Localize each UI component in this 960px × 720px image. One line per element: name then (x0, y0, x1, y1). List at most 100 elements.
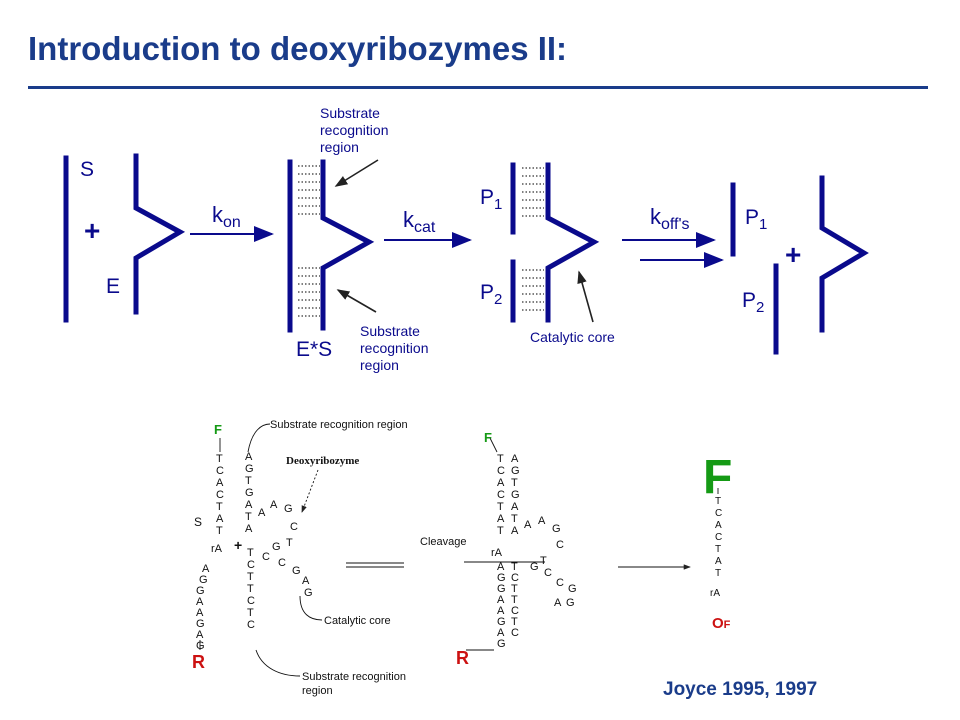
enzyme-nucleotide: G (245, 463, 254, 475)
loop-nucleotide: C (290, 521, 298, 533)
enzyme-nucleotide: C (511, 572, 519, 584)
loop-nucleotide: G (304, 587, 313, 599)
enzyme-nucleotide: C (511, 627, 519, 639)
enzyme-nucleotide: A (245, 451, 253, 463)
product-nucleotide: T (715, 496, 721, 507)
callout-bottom-line1: Substrate (360, 323, 420, 339)
loop-nucleotide: A (524, 519, 532, 531)
enzyme-nucleotide: A (511, 453, 519, 465)
enzyme-nucleotide: T (247, 547, 254, 559)
substrate-nucleotide: A (497, 561, 505, 573)
plus-2: + (785, 239, 801, 270)
enzyme-nucleotide: C (247, 595, 255, 607)
enzyme-nucleotide: C (247, 559, 255, 571)
product-nucleotide: T (715, 544, 721, 555)
page-title: Introduction to deoxyribozymes II: (28, 30, 568, 67)
p2-label: P2 (480, 281, 502, 308)
label-f-product: F (703, 451, 732, 504)
substrate-nucleotide: T (216, 453, 223, 465)
loop-nucleotide: C (556, 539, 564, 551)
substrate-nucleotide: A (497, 513, 505, 525)
loop-nucleotide: C (278, 557, 286, 569)
koff-label: koff's (650, 204, 690, 233)
substrate-nucleotide: A (202, 563, 210, 575)
callout-arrow-top (334, 159, 379, 187)
leader-substrate-region-bottom (255, 649, 301, 677)
loop-nucleotide: G (292, 565, 301, 577)
enzyme-nucleotide: T (511, 561, 518, 573)
kon-label: kon (212, 202, 241, 231)
leader-substrate-region-top (247, 423, 271, 453)
enzyme-nucleotide: A (245, 499, 253, 511)
citation: Joyce 1995, 1997 (663, 679, 818, 700)
enzyme-nucleotide: T (247, 607, 254, 619)
core-arrow (577, 270, 594, 323)
label-r-mid: R (456, 648, 469, 668)
loop-nucleotide: A (270, 499, 278, 511)
product-nucleotide: T (715, 568, 721, 579)
enzyme-shape-free (819, 175, 869, 333)
label-s-bottom: S (194, 515, 202, 529)
enzyme-nucleotide: T (247, 583, 254, 595)
substrate-nucleotide: A (216, 477, 224, 489)
enzyme-nucleotide: T (511, 583, 518, 595)
loop-nucleotide: G (530, 561, 539, 573)
label-e: E (106, 275, 120, 298)
loop-nucleotide: C (544, 567, 552, 579)
substrate-nucleotide: G (497, 572, 506, 584)
reaction-arrows (190, 226, 724, 268)
product-end-label: OF (712, 615, 731, 632)
substrate-nucleotide: T (497, 501, 504, 513)
substrate-nucleotide: A (196, 629, 204, 641)
substrate-nucleotide: A (497, 477, 505, 489)
substrate-nucleotide: A (196, 596, 204, 608)
loop-nucleotide: G (568, 583, 577, 595)
label-s: S (80, 158, 94, 181)
loop-nucleotide: G (566, 597, 575, 609)
substrate-nucleotide: G (196, 618, 205, 630)
enzyme-shape-bound (545, 162, 600, 323)
label-substrate-region-bottom-1: Substrate recognition (302, 671, 406, 683)
enzyme-nucleotide: T (245, 511, 252, 523)
label-f-left: F (214, 422, 222, 437)
product-nucleotide: C (715, 532, 722, 543)
callout-bottom-line2: recognition (360, 340, 429, 356)
substrate-nucleotide: C (216, 489, 224, 501)
p1-label: P1 (480, 186, 502, 213)
ribo-adenosine-mid: rA (491, 547, 503, 559)
substrate-nucleotide: A (497, 594, 505, 606)
catalytic-core-label: Catalytic core (530, 329, 615, 345)
loop-nucleotide: C (556, 577, 564, 589)
product-nucleotide: A (715, 556, 722, 567)
loop-nucleotide: C (262, 551, 270, 563)
label-substrate-region-bottom-2: region (302, 685, 333, 697)
substrate-nucleotide: G (196, 585, 205, 597)
substrate-nucleotide: G (497, 583, 506, 595)
label-deoxyribozyme: Deoxyribozyme (286, 455, 359, 467)
label-r-left: R (192, 652, 205, 672)
substrate-nucleotide: G (497, 638, 506, 650)
p1-released-label: P1 (745, 206, 767, 233)
callout-top-line3: region (320, 139, 359, 155)
enzyme-nucleotide: G (511, 465, 520, 477)
loop-nucleotide: T (286, 537, 293, 549)
label-f-mid: F (484, 430, 492, 445)
leader-deoxyribozyme (301, 469, 319, 513)
substrate-nucleotide: T (216, 525, 223, 537)
kcat-label: kcat (403, 207, 436, 236)
product-ribo-adenosine: rA (710, 588, 720, 599)
loop-nucleotide: G (284, 503, 293, 515)
complex-label: E*S (296, 338, 332, 361)
enzyme-nucleotide: G (511, 489, 520, 501)
enzyme-nucleotide: T (511, 616, 518, 628)
enzyme-nucleotide: C (511, 605, 519, 617)
enzyme-nucleotide: T (245, 475, 252, 487)
enzyme-nucleotide: T (247, 571, 254, 583)
loop-nucleotide: T (540, 555, 547, 567)
substrate-nucleotide: G (199, 574, 208, 586)
substrate-nucleotide: A (497, 605, 505, 617)
basepair-dots (298, 165, 544, 317)
loop-nucleotide: A (538, 515, 546, 527)
